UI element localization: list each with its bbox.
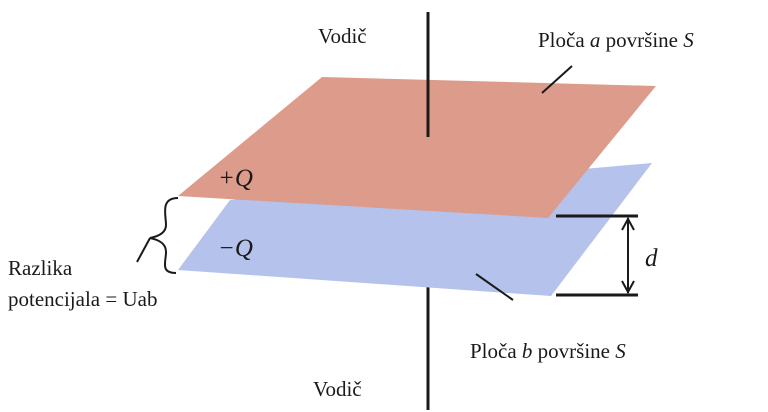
plate-b-symbol: b — [522, 339, 533, 363]
potential-leader — [136, 237, 151, 263]
plate-a — [178, 77, 656, 218]
plate-a-symbol: a — [590, 28, 601, 52]
conductor-top-label: Vodič — [318, 24, 367, 48]
plate-a-label: Ploča a površine S — [538, 28, 694, 52]
potential-label-line1: Razlika — [8, 256, 73, 280]
plate-b-area: S — [615, 339, 626, 363]
plate-b-label: Ploča b površine S — [470, 339, 626, 363]
potential-brace — [149, 197, 179, 274]
plate-a-leader — [541, 65, 573, 94]
plate-b-leader — [475, 273, 514, 301]
distance-label: d — [645, 245, 658, 272]
plate-b-prefix: Ploča — [470, 339, 522, 363]
plate-b-suffix: površine — [532, 339, 615, 363]
plate-a-area: S — [683, 28, 694, 52]
charge-negative-label: −Q — [218, 235, 253, 262]
plate-a-prefix: Ploča — [538, 28, 590, 52]
distance-marker — [556, 214, 638, 297]
plate-a-suffix: površine — [600, 28, 683, 52]
potential-label-line2: potencijala = Uab — [8, 287, 157, 311]
charge-positive-label: +Q — [218, 165, 253, 192]
conductor-bottom-label: Vodič — [313, 377, 362, 401]
